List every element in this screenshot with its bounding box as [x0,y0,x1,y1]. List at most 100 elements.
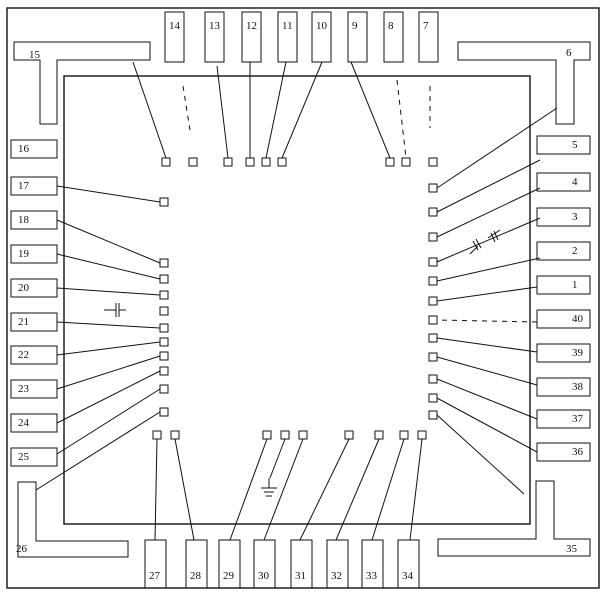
bond-pad-top-3 [223,157,233,167]
pin-label-32: 32 [331,570,342,582]
lead-finger-13 [204,11,225,63]
wire-39 [436,337,538,353]
pin-label-14: 14 [169,20,181,32]
wire-36 [436,397,538,453]
pin-label-4: 4 [572,176,578,188]
pin-label-1: 1 [572,279,578,291]
bond-pad-right-2 [428,207,438,217]
pin-label-34: 34 [402,570,414,582]
lead-finger-40 [536,309,591,329]
lead-finger-9 [347,11,368,63]
bond-pad-bottom-7 [374,430,384,440]
pin-label-39: 39 [572,347,584,359]
lead-finger-5 [536,135,591,155]
capacitor-symbol-left [104,303,126,317]
die-outline [63,75,531,525]
bond-pad-bottom-1 [152,430,162,440]
lead-finger-7 [418,11,439,63]
pin-label-5: 5 [572,139,578,151]
pin-label-40: 40 [572,313,584,325]
bond-pad-top-7 [385,157,395,167]
lead-finger-29 [218,539,241,589]
wire-13 [216,65,229,159]
wire-26 [35,411,161,491]
wire-34 [409,438,423,541]
wire-20 [56,287,161,296]
bond-wires [35,61,558,541]
corner-label-15: 15 [29,49,41,61]
bond-pad-right-6 [428,296,438,306]
wire-10 [281,61,323,159]
pin-label-33: 33 [366,570,378,582]
lead-finger-34 [397,539,420,589]
corner-pad-6 [457,41,591,125]
pin-label-20: 20 [18,282,30,294]
lead-finger-2 [536,241,591,261]
wire-25 [56,388,161,455]
wire-13-a [182,85,191,131]
bond-pad-bottom-2 [170,430,180,440]
bond-pad-left-3 [159,274,169,284]
pin-label-18: 18 [18,214,30,226]
bond-pad-left-5 [159,306,169,316]
pin-label-38: 38 [572,381,584,393]
lead-finger-28 [185,539,208,589]
wire-38 [436,356,538,386]
pin-label-10: 10 [316,20,328,32]
bond-pads [152,157,438,440]
pin-label-21: 21 [18,316,29,328]
lead-finger-11 [277,11,298,63]
bond-pad-top-1 [161,157,171,167]
corner-pad-15 [13,41,151,125]
pin-label-30: 30 [258,570,270,582]
wire-37 [436,378,538,420]
bond-pad-left-10 [159,384,169,394]
bond-pad-left-6 [159,323,169,333]
bond-pad-bottom-5 [298,430,308,440]
wire-23 [56,355,161,390]
bond-pad-bottom-8 [399,430,409,440]
bond-pad-right-11 [428,393,438,403]
lead-finger-12 [241,11,262,63]
pin-label-2: 2 [572,245,578,257]
wire-30 [263,438,304,541]
wire-14 [132,61,167,159]
wire-5 [436,159,541,213]
lead-finger-32 [326,539,349,589]
bond-pad-right-8 [428,333,438,343]
pin-label-12: 12 [246,20,257,32]
lead-finger-1 [536,275,591,295]
pin-label-3: 3 [572,211,578,223]
pin-label-11: 11 [282,20,293,32]
bond-pad-right-4 [428,257,438,267]
corner-label-26: 26 [16,543,28,555]
bond-pad-bottom-9 [417,430,427,440]
bond-pad-top-8 [401,157,411,167]
bond-pad-right-9 [428,352,438,362]
wire-1 [436,286,538,302]
wire-40 [436,319,538,323]
capacitor-symbol-right-2 [487,229,501,243]
lead-finger-25 [10,447,58,467]
wire-4 [436,187,541,238]
bond-pad-left-8 [159,351,169,361]
pin-label-28: 28 [190,570,202,582]
wire-21 [56,321,161,329]
bond-pad-right-7 [428,315,438,325]
pin-label-27: 27 [149,570,161,582]
pin-label-8: 8 [388,20,394,32]
pin-label-16: 16 [18,143,30,155]
bond-pad-right-12 [428,410,438,420]
wire-29 [229,438,268,541]
bond-pad-left-2 [159,258,169,268]
wire-2 [436,257,541,282]
pin-label-19: 19 [18,248,30,260]
wire-35 [436,414,525,495]
wire-3 [436,217,541,263]
ground-symbol [261,478,277,497]
bond-pad-right-3 [428,232,438,242]
lead-finger-4 [536,172,591,192]
bond-pad-top-9 [428,157,438,167]
